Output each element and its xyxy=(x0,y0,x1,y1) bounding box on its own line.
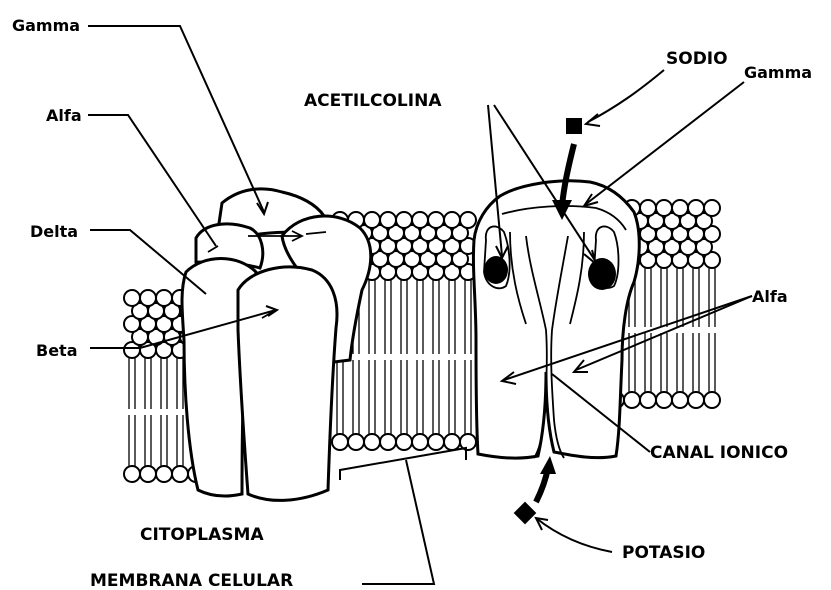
phospholipid-head xyxy=(412,434,428,450)
label-sodio: SODIO xyxy=(666,49,728,69)
subunit-beta xyxy=(238,267,337,500)
phospholipid-head xyxy=(704,392,720,408)
phospholipid-head xyxy=(124,466,140,482)
sodium-ion-icon xyxy=(566,118,582,134)
label-acetilcolina: ACETILCOLINA xyxy=(304,91,442,111)
acetylcholine-molecule-right xyxy=(588,258,616,290)
phospholipid-head xyxy=(444,212,460,228)
phospholipid-head xyxy=(704,200,720,216)
phospholipid-head xyxy=(364,212,380,228)
phospholipid-head xyxy=(444,434,460,450)
acetylcholine-molecule-left xyxy=(484,256,508,284)
phospholipid-head xyxy=(640,392,656,408)
phospholipid-head xyxy=(156,290,172,306)
phospholipid-head xyxy=(364,434,380,450)
potassium-ion-icon xyxy=(514,502,537,525)
label-canal-ionico: CANAL IONICO xyxy=(650,443,788,463)
phospholipid-head xyxy=(672,200,688,216)
phospholipid-head xyxy=(332,434,348,450)
phospholipid-head xyxy=(624,392,640,408)
label-alfa-left: Alfa xyxy=(46,106,82,125)
label-alfa-right: Alfa xyxy=(752,287,788,306)
label-gamma-left: Gamma xyxy=(12,16,80,35)
phospholipid-head xyxy=(460,212,476,228)
phospholipid-head xyxy=(412,212,428,228)
phospholipid-head xyxy=(396,212,412,228)
phospholipid-head xyxy=(124,290,140,306)
phospholipid-head xyxy=(656,392,672,408)
phospholipid-head xyxy=(348,434,364,450)
phospholipid-head xyxy=(156,466,172,482)
phospholipid-head xyxy=(460,434,476,450)
label-citoplasma: CITOPLASMA xyxy=(140,525,264,545)
phospholipid-head xyxy=(396,434,412,450)
phospholipid-head xyxy=(140,290,156,306)
label-delta: Delta xyxy=(30,222,78,241)
phospholipid-head xyxy=(688,392,704,408)
phospholipid-head xyxy=(380,434,396,450)
phospholipid-head xyxy=(140,466,156,482)
phospholipid-head xyxy=(428,212,444,228)
phospholipid-head xyxy=(428,434,444,450)
label-potasio: POTASIO xyxy=(622,543,705,563)
phospholipid-head xyxy=(640,200,656,216)
label-beta: Beta xyxy=(36,341,78,360)
label-membrana-celular: MEMBRANA CELULAR xyxy=(90,571,293,590)
phospholipid-head xyxy=(656,200,672,216)
phospholipid-head xyxy=(380,212,396,228)
label-gamma-right: Gamma xyxy=(744,63,812,82)
receptor-left xyxy=(182,189,371,501)
phospholipid-head xyxy=(672,392,688,408)
phospholipid-head xyxy=(688,200,704,216)
phospholipid-head xyxy=(172,466,188,482)
